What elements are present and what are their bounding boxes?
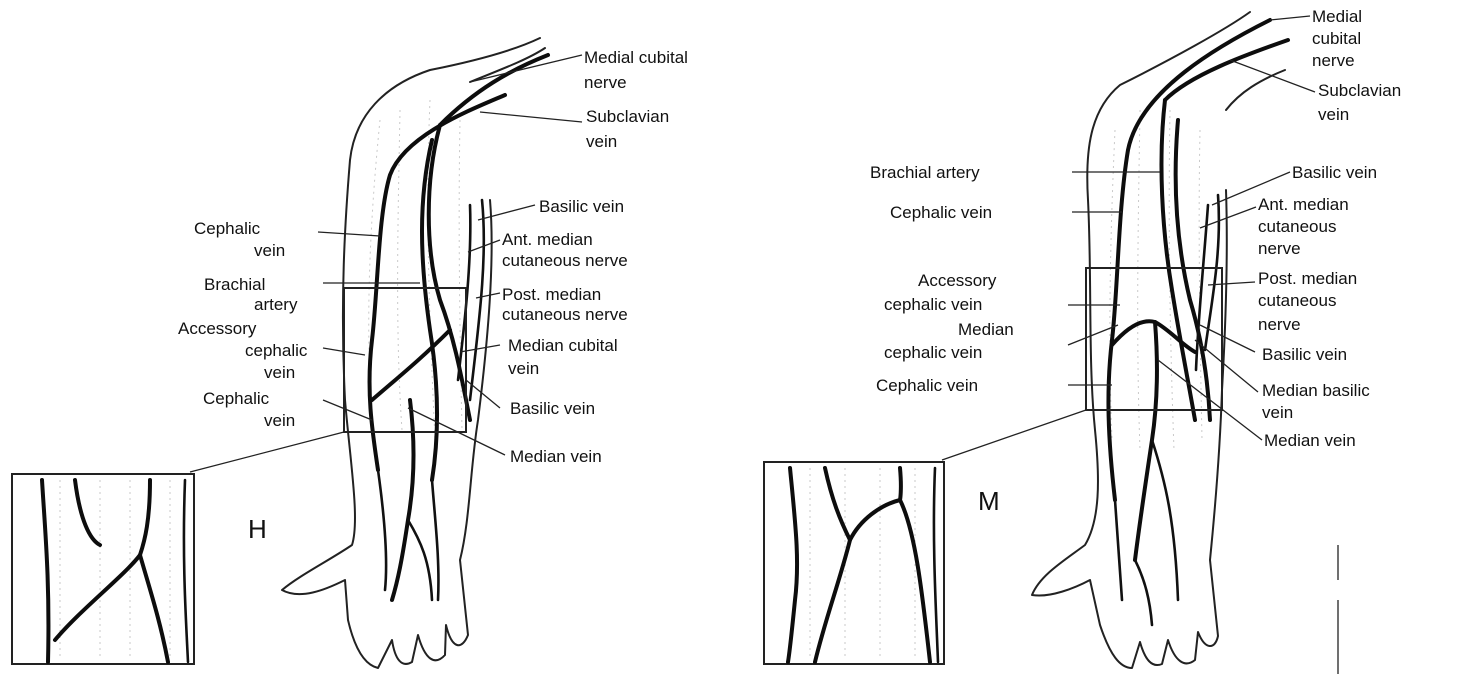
label-post-median-cutaneous-h-2: cutaneous nerve [502,305,628,324]
label-cephalic-vein-lower-h-2: vein [264,411,295,430]
label-accessory-cephalic-h-2: cephalic [245,341,308,360]
label-post-median-cutaneous-m: Post. median [1258,269,1357,288]
label-accessory-cephalic-m-2: cephalic vein [884,295,982,314]
label-medial-cubital-nerve-m-3: nerve [1312,51,1355,70]
label-median-vein-h: Median vein [510,447,602,466]
basilic-vein-m [1176,120,1210,420]
label-medial-cubital-nerve-h-2: nerve [584,73,627,92]
label-basilic-vein-lower-h: Basilic vein [510,399,595,418]
label-ant-median-cutaneous-m: Ant. median [1258,195,1349,214]
label-accessory-cephalic-m: Accessory [918,271,997,290]
panel-letter-m: M [978,486,1000,516]
label-accessory-cephalic-h-3: vein [264,363,295,382]
label-subclavian-vein-m: Subclavian [1318,81,1401,100]
label-subclavian-vein-h: Subclavian [586,107,669,126]
inset-magnified-h [12,474,194,664]
label-cephalic-vein-lower-m: Cephalic vein [876,376,978,395]
inset-connector-h [190,432,344,472]
brachial-artery-m [1161,100,1195,420]
label-basilic-vein-lower-m: Basilic vein [1262,345,1347,364]
arm-outline-h [282,38,545,668]
label-medial-cubital-nerve-m-2: cubital [1312,29,1361,48]
arm-outline-m [1032,12,1285,668]
veins-h [370,55,548,600]
subclavian-vein-h [440,55,548,125]
post-median-cutaneous-nerve-h [470,200,484,400]
label-median-cephalic-m: Median [958,320,1014,339]
labels-m: Medial cubital nerve Subclavian vein Bra… [870,7,1401,450]
label-medial-cubital-nerve-m: Medial [1312,7,1362,26]
inset-magnified-m [764,462,944,664]
subclavian-vein-m [1165,40,1288,100]
label-median-cephalic-m-2: cephalic vein [884,343,982,362]
label-post-median-cutaneous-m-3: nerve [1258,315,1301,334]
inset-connector-m [942,410,1086,460]
label-cephalic-vein-lower-h: Cephalic [203,389,270,408]
ant-median-cutaneous-nerve-h [458,205,470,380]
label-ant-median-cutaneous-h: Ant. median [502,230,593,249]
inset-region-box-h [344,288,466,432]
label-ant-median-cutaneous-m-2: cutaneous [1258,217,1336,236]
label-cephalic-vein-upper-h: Cephalic [194,219,261,238]
panel-h: H Medial cubital nerve Subclavian vein C… [12,38,688,668]
label-brachial-artery-m: Brachial artery [870,163,980,182]
label-median-vein-m: Median vein [1264,431,1356,450]
label-median-cubital-vein-h: Median cubital [508,336,618,355]
median-vein-h [392,400,414,600]
label-cephalic-vein-upper-m: Cephalic vein [890,203,992,222]
label-median-cubital-vein-h-2: vein [508,359,539,378]
label-median-basilic-m: Median basilic [1262,381,1370,400]
label-ant-median-cutaneous-h-2: cutaneous nerve [502,251,628,270]
label-medial-cubital-nerve-h: Medial cubital [584,48,688,67]
label-accessory-cephalic-h: Accessory [178,319,257,338]
label-basilic-vein-upper-m: Basilic vein [1292,163,1377,182]
hand-veins-h [378,470,438,600]
label-post-median-cutaneous-m-2: cutaneous [1258,291,1336,310]
label-median-basilic-m-2: vein [1262,403,1293,422]
panel-letter-h: H [248,514,267,544]
label-ant-median-cutaneous-m-3: nerve [1258,239,1301,258]
label-subclavian-vein-h-2: vein [586,132,617,151]
label-subclavian-vein-m-2: vein [1318,105,1349,124]
label-cephalic-vein-upper-h-2: vein [254,241,285,260]
label-basilic-vein-upper-h: Basilic vein [539,197,624,216]
panel-m: M Medial cubital nerve Subclavian vein [764,7,1401,674]
label-post-median-cutaneous-h: Post. median [502,285,601,304]
label-brachial-artery-h-2: artery [254,295,298,314]
label-brachial-artery-h: Brachial [204,275,265,294]
